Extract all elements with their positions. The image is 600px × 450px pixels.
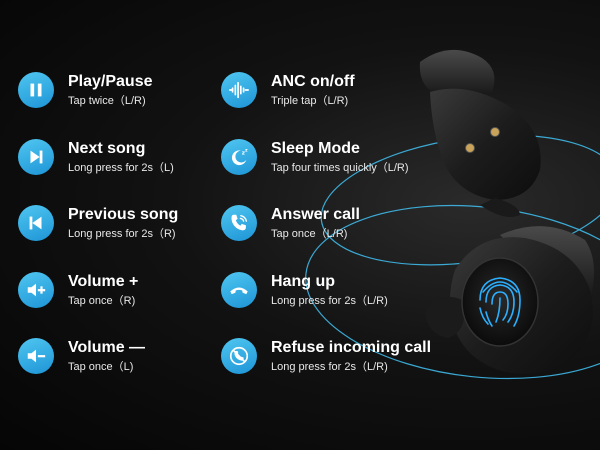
sleep-moon-icon: z z [221, 139, 257, 175]
gesture-title: Sleep Mode [271, 140, 360, 157]
gesture-play-pause: Play/Pause Tap twice（L/R) [18, 72, 153, 108]
gesture-volume-down: Volume — Tap once（L) [18, 338, 145, 374]
gesture-instruction: Long press for 2s（L) [68, 162, 174, 174]
gesture-volume-up: Volume + Tap once（R) [18, 272, 138, 308]
gesture-instruction: Tap once（L) [68, 361, 134, 373]
gesture-title: Next song [68, 140, 146, 157]
gesture-anc: ANC on/off Triple tap（L/R) [221, 72, 355, 108]
svg-text:z: z [242, 150, 245, 156]
earbud-top [419, 49, 541, 218]
gesture-instruction: Long press for 2s（L/R) [271, 361, 388, 373]
play-pause-icon [18, 72, 54, 108]
gesture-title: Volume — [68, 339, 146, 356]
gesture-instruction: Tap once（R) [68, 295, 136, 307]
next-track-icon [18, 139, 54, 175]
gesture-title: Answer call [271, 206, 360, 223]
gesture-instruction: Tap twice（L/R) [68, 95, 146, 107]
gesture-instruction: Long press for 2s（L/R) [271, 295, 388, 307]
gesture-next-song: Next song Long press for 2s（L) [18, 139, 174, 175]
gesture-sleep-mode: z z Sleep Mode Tap four times quickly（L/… [221, 139, 409, 175]
gesture-answer-call: Answer call Tap once（L/R) [221, 205, 360, 241]
gesture-instruction: Tap four times quickly（L/R) [271, 162, 409, 174]
gesture-instruction: Triple tap（L/R) [271, 95, 349, 107]
gesture-hang-up: Hang up Long press for 2s（L/R) [221, 272, 388, 308]
gesture-title: Refuse incoming call [271, 339, 432, 356]
gesture-title: Play/Pause [68, 73, 153, 90]
volume-up-icon [18, 272, 54, 308]
gesture-title: Volume + [68, 273, 139, 290]
refuse-call-icon [221, 338, 257, 374]
gesture-refuse-call: Refuse incoming call Long press for 2s（L… [221, 338, 431, 374]
gesture-previous-song: Previous song Long press for 2s（R) [18, 205, 178, 241]
fingerprint-icon [479, 277, 521, 327]
gesture-instruction: Tap once（L/R) [271, 228, 348, 240]
gesture-title: Previous song [68, 206, 179, 223]
answer-call-icon [221, 205, 257, 241]
hang-up-icon [221, 272, 257, 308]
volume-down-icon [18, 338, 54, 374]
gesture-instruction: Long press for 2s（R) [68, 228, 176, 240]
previous-track-icon [18, 205, 54, 241]
svg-text:z: z [245, 149, 248, 154]
earbud-bottom [425, 226, 594, 374]
anc-waveform-icon [221, 72, 257, 108]
gesture-title: Hang up [271, 273, 335, 290]
gesture-title: ANC on/off [271, 73, 355, 90]
